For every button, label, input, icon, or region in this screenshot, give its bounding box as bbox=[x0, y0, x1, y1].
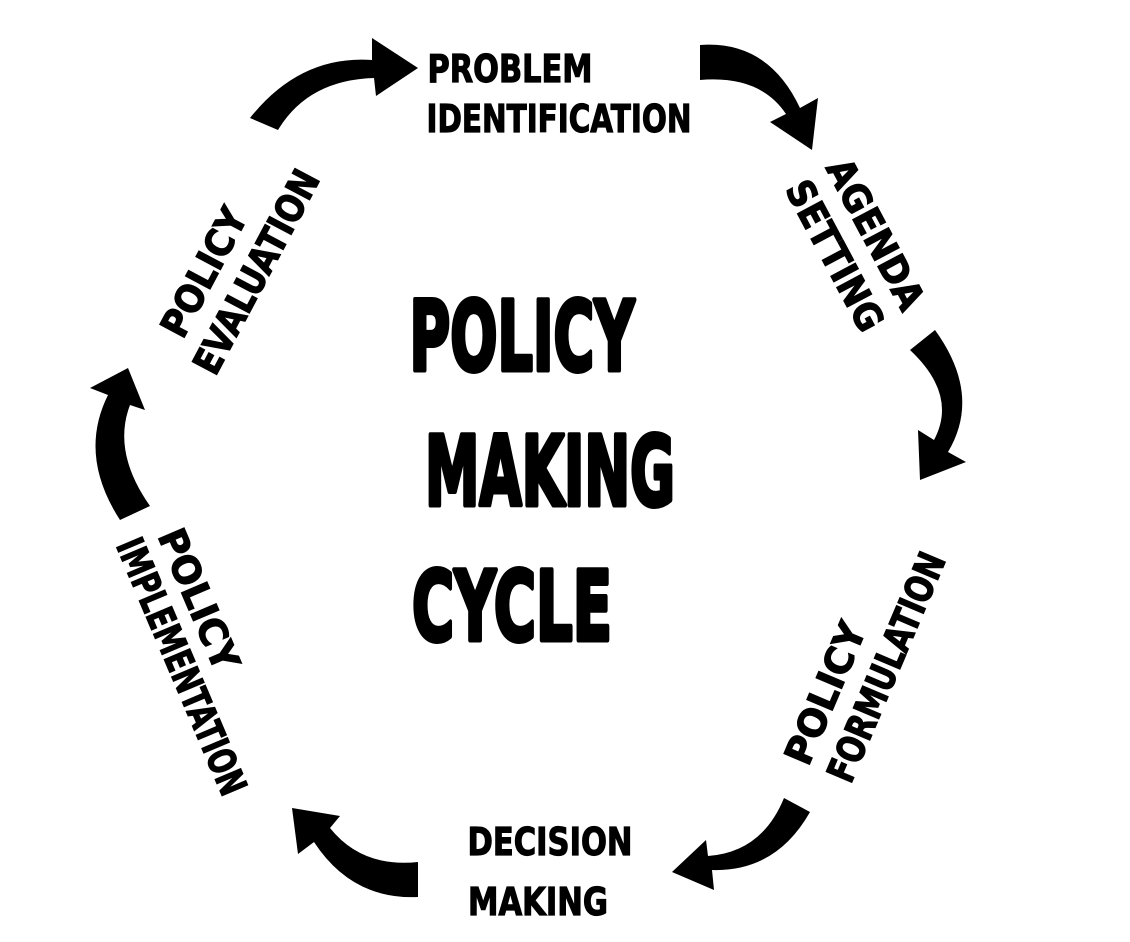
arrow-agenda-to-formulation bbox=[910, 330, 966, 480]
arrow-evaluation-to-problem bbox=[250, 38, 418, 130]
stage-problem-identification: PROBLEM IDENTIFICATION bbox=[426, 46, 692, 141]
stage-decision-making-line1: DECISION bbox=[468, 820, 633, 864]
stage-agenda-setting: AGENDA SETTING bbox=[776, 150, 934, 339]
stage-policy-evaluation: POLICY EVALUATION bbox=[151, 162, 329, 383]
arrow-formulation-to-decision bbox=[672, 798, 810, 890]
stage-policy-formulation: POLICY FORMULATION bbox=[775, 545, 955, 789]
cycle-title: POLICY MAKING CYCLE bbox=[407, 279, 678, 666]
stage-decision-making-line2: MAKING bbox=[468, 880, 608, 924]
title-line-3: CYCLE bbox=[412, 551, 612, 663]
stage-problem-identification-line2: IDENTIFICATION bbox=[427, 97, 692, 141]
arrow-problem-to-agenda bbox=[700, 44, 818, 151]
title-line-1: POLICY bbox=[410, 281, 636, 393]
stage-problem-identification-line1: PROBLEM bbox=[428, 47, 593, 91]
arrow-implementation-to-evaluation bbox=[90, 368, 150, 520]
arrow-decision-to-implementation bbox=[292, 808, 418, 898]
title-line-2: MAKING bbox=[425, 416, 675, 528]
stage-decision-making: DECISION MAKING bbox=[467, 819, 633, 924]
stage-policy-implementation: POLICY IMPLEMENTATION bbox=[107, 521, 256, 802]
